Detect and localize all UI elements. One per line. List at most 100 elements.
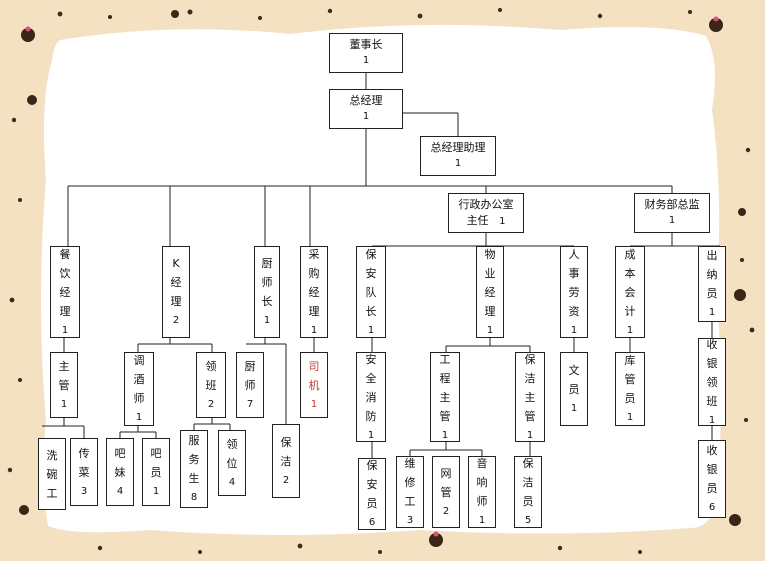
hr-char: 资 [568, 304, 580, 318]
sound-char: 响 [476, 476, 488, 489]
purchase-char: 理 [308, 304, 320, 318]
bar-staff-char: 吧 [150, 446, 162, 460]
guard-char: 安 [366, 478, 378, 491]
catering-count: 1 [61, 324, 69, 336]
cook-box: 厨师 7 [236, 352, 264, 418]
cash-clerk-char: 收 [706, 444, 718, 457]
property-char: 物 [484, 247, 496, 261]
chairman-box: 董事长 1 [329, 33, 403, 73]
foreman-char: 班 [205, 378, 217, 392]
general-manager-count: 1 [362, 111, 370, 122]
cleaner-k-char: 洁 [280, 454, 292, 468]
chef-count: 1 [263, 315, 271, 326]
security-cap-char: 长 [365, 304, 377, 318]
cash-lead-char: 班 [706, 394, 718, 408]
eng-sup-char: 主 [439, 390, 451, 404]
cleaner-k-char: 保 [280, 435, 292, 449]
eng-sup-char: 管 [439, 409, 451, 423]
gm-assistant-count: 1 [454, 158, 462, 169]
storekeeper-char: 员 [624, 392, 636, 405]
dishwasher-box: 洗碗工 [38, 438, 66, 510]
security-cap-count: 1 [367, 324, 375, 336]
gm-assistant-title: 总经理助理 [430, 141, 486, 154]
cost-acc-count: 1 [626, 324, 634, 336]
cleaner-char: 保 [522, 457, 534, 470]
dishwasher-char: 洗 [46, 448, 58, 462]
netadmin-char: 网 [440, 466, 452, 480]
chef-char: 长 [261, 295, 273, 308]
bartender-char: 酒 [133, 373, 145, 386]
safety-count: 1 [367, 429, 375, 441]
bartender-count: 1 [135, 412, 143, 423]
netadmin-count: 2 [442, 505, 450, 517]
foreman-char: 领 [205, 359, 217, 373]
purchase-char: 经 [308, 285, 320, 299]
hr-char: 劳 [568, 285, 580, 299]
chairman-title: 董事长 [349, 38, 383, 51]
safety-char: 防 [365, 409, 377, 423]
admin-office-box: 行政办公室 主任 1 [448, 193, 524, 233]
admin-office-director: 主任 [466, 213, 489, 227]
bar-girl-char: 吧 [114, 446, 126, 460]
maint-count: 3 [406, 515, 414, 526]
maint-char: 维 [404, 457, 416, 470]
clean-sup-count: 1 [526, 429, 534, 441]
waiter-char: 服 [188, 434, 200, 447]
bar-staff-count: 1 [152, 485, 160, 497]
dishwasher-char: 工 [46, 486, 58, 500]
property-count: 1 [486, 324, 494, 336]
bar-girl-count: 4 [116, 485, 124, 497]
dishwasher-char: 碗 [46, 467, 58, 481]
cost-acc-char: 本 [624, 266, 636, 280]
cashier-char: 出 [706, 249, 718, 262]
runner-char: 菜 [78, 465, 90, 479]
storekeeper-char: 库 [624, 354, 636, 367]
purchase-count: 1 [310, 324, 318, 336]
cash-clerk-char: 员 [706, 482, 718, 495]
cook-char: 师 [244, 378, 256, 392]
clerk-char: 文 [568, 363, 580, 377]
purchase-char: 采 [308, 247, 320, 261]
cash-lead-count: 1 [708, 414, 716, 426]
cashier-char: 纳 [706, 268, 718, 281]
property-char: 经 [484, 285, 496, 299]
cash-lead-char: 银 [706, 356, 718, 370]
usher-count: 4 [228, 476, 236, 488]
driver-char: 司 [308, 359, 320, 373]
clean-sup-char: 洁 [524, 371, 536, 385]
k-mgr-char: 理 [170, 295, 182, 308]
cook-count: 7 [246, 398, 254, 410]
guard-char: 员 [366, 497, 378, 510]
cash-clerk-char: 银 [706, 463, 718, 476]
catering-char: 饮 [59, 266, 71, 280]
guard-char: 保 [366, 459, 378, 472]
clean-sup-char: 保 [524, 352, 536, 366]
bar-girl-box: 吧妹 4 [106, 438, 134, 506]
bar-girl-char: 妹 [114, 465, 126, 479]
finance-director-count: 1 [668, 215, 676, 226]
cleaner-char: 洁 [522, 476, 534, 489]
gm-assistant-box: 总经理助理 1 [420, 136, 496, 176]
driver-count: 1 [310, 398, 318, 410]
cash-clerk-count: 6 [708, 502, 716, 513]
cashier-char: 员 [706, 287, 718, 300]
property-char: 业 [484, 266, 496, 280]
cook-char: 厨 [244, 359, 256, 373]
finance-director-title: 财务部总监 [644, 198, 700, 211]
chairman-count: 1 [362, 55, 370, 66]
